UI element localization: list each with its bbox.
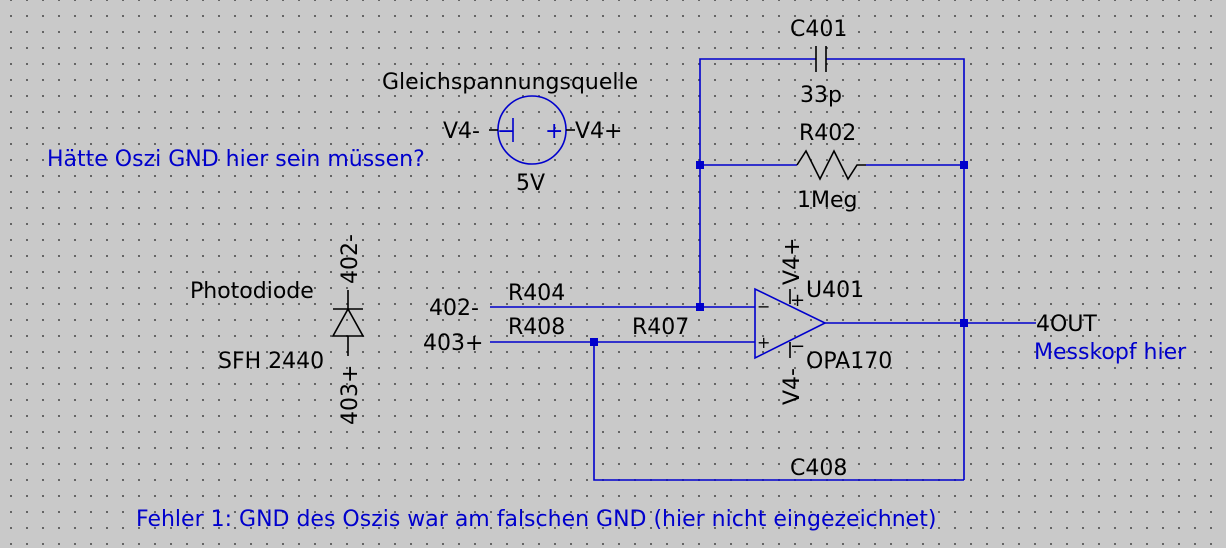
wire-feedback-top-left: [699, 58, 816, 165]
opamp-triangle: [754, 287, 827, 360]
junction-dot: [960, 161, 968, 169]
note-error: Fehler 1: GND des Oszis war am falschen …: [136, 507, 936, 532]
source-label: Gleichspannungsquelle: [382, 70, 638, 95]
resistor-r402[interactable]: R402 1Meg: [796, 121, 866, 213]
photodiode[interactable]: Photodiode SFH 2440 402- 403+: [190, 234, 365, 425]
junctions: [590, 161, 968, 346]
r404-label: R404: [508, 281, 565, 306]
photodiode-triangle: [331, 307, 365, 337]
r402-value: 1Meg: [797, 188, 857, 213]
note-oszi-gnd: Hätte Oszi GND hier sein müssen?: [47, 147, 425, 172]
opamp-name: U401: [806, 278, 864, 303]
photodiode-model: SFH 2440: [218, 349, 324, 374]
photodiode-label: Photodiode: [190, 279, 314, 304]
opamp-supply-neg: V4-: [780, 368, 805, 405]
resistor-zigzag: [796, 149, 866, 181]
wire-c408-loop: [593, 342, 964, 481]
net-label-402-minus: 402-: [429, 296, 479, 321]
c401-name: C401: [790, 17, 847, 42]
net-label-403-plus: 403+: [423, 331, 483, 356]
c401-value: 33p: [800, 83, 842, 108]
opamp-pwr-minus: −: [790, 336, 805, 357]
opamp-minus-input: −: [757, 297, 770, 316]
net-label-output: 4OUT: [1036, 312, 1097, 337]
source-minus-net: V4-: [443, 119, 480, 144]
capacitor-c401[interactable]: C401 33p: [790, 17, 847, 108]
opamp-supply-pos: V4+: [780, 238, 805, 285]
wires: [490, 58, 1036, 481]
junction-dot: [590, 338, 598, 346]
junction-dot: [696, 303, 704, 311]
r402-name: R402: [799, 121, 856, 146]
opamp-u401[interactable]: − + + − U401 OPA170 V4+ V4-: [754, 238, 892, 405]
opamp-plus-input: +: [757, 333, 770, 352]
junction-dot: [960, 319, 968, 327]
source-value: 5V: [516, 171, 545, 196]
junction-dot: [696, 161, 704, 169]
wire-feedback-top-right: [826, 58, 965, 165]
photodiode-bottom-net: 403+: [338, 365, 363, 425]
note-probe: Messkopf hier: [1034, 340, 1187, 365]
source-minus-symbol: −: [497, 119, 515, 144]
opamp-pwr-plus: +: [790, 290, 805, 311]
source-plus-net: V4+: [575, 119, 622, 144]
opamp-model: OPA170: [806, 349, 892, 374]
c408-label: C408: [790, 456, 847, 481]
photodiode-top-net: 402-: [338, 234, 363, 284]
r408-label: R408: [508, 315, 565, 340]
voltage-source[interactable]: − + Gleichspannungsquelle V4- V4+ 5V: [382, 70, 638, 196]
r407-label: R407: [632, 315, 689, 340]
source-plus-symbol: +: [545, 119, 563, 144]
